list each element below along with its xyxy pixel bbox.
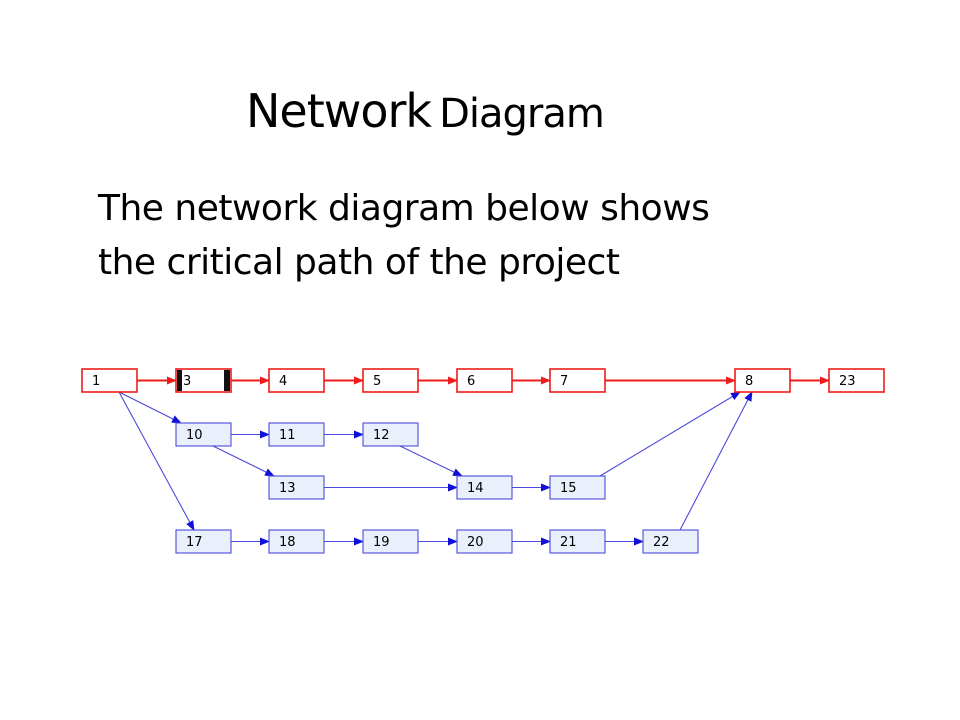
node-box	[362, 529, 419, 554]
node-label: 11	[279, 428, 296, 443]
node-3[interactable]: 3	[175, 368, 232, 393]
node-box	[828, 368, 885, 393]
node-label: 19	[373, 535, 390, 550]
edges-layer	[118, 376, 830, 546]
edge-12-to-14	[399, 445, 463, 477]
node-box	[362, 368, 419, 393]
node-label: 17	[186, 535, 203, 550]
node-22[interactable]: 22	[642, 529, 699, 554]
node-5[interactable]: 5	[362, 368, 419, 393]
node-label: 13	[279, 481, 296, 496]
node-23[interactable]: 23	[828, 368, 885, 393]
node-label: 4	[279, 374, 287, 389]
node-13[interactable]: 13	[268, 475, 325, 500]
node-label: 18	[279, 535, 296, 550]
node-box	[268, 529, 325, 554]
node-label: 6	[467, 374, 475, 389]
node-box	[175, 368, 232, 393]
node-14[interactable]: 14	[456, 475, 513, 500]
node-box	[456, 368, 513, 393]
node-box	[549, 529, 606, 554]
slide-title-word-diagram: Diagram	[439, 91, 605, 137]
edge-10-to-13	[212, 445, 275, 477]
node-box	[362, 422, 419, 447]
node-label: 3	[183, 374, 191, 389]
node-19[interactable]: 19	[362, 529, 419, 554]
node-label: 8	[745, 374, 753, 389]
node-17[interactable]: 17	[175, 529, 232, 554]
edge-22-to-8	[679, 391, 753, 531]
node-label: 21	[560, 535, 577, 550]
slide-title-word-network: Network	[246, 84, 432, 138]
node-12[interactable]: 12	[362, 422, 419, 447]
selection-marker-right	[224, 370, 230, 391]
node-1[interactable]: 1	[81, 368, 138, 393]
node-18[interactable]: 18	[268, 529, 325, 554]
slide-body-text: The network diagram below shows the crit…	[98, 182, 710, 290]
node-box	[549, 475, 606, 500]
node-box	[456, 529, 513, 554]
node-box	[456, 475, 513, 500]
node-4[interactable]: 4	[268, 368, 325, 393]
node-21[interactable]: 21	[549, 529, 606, 554]
node-label: 12	[373, 428, 390, 443]
edge-1-to-17	[118, 391, 195, 531]
node-6[interactable]: 6	[456, 368, 513, 393]
node-8[interactable]: 8	[734, 368, 791, 393]
node-7[interactable]: 7	[549, 368, 606, 393]
node-label: 14	[467, 481, 484, 496]
node-label: 23	[839, 374, 856, 389]
node-15[interactable]: 15	[549, 475, 606, 500]
node-box	[268, 475, 325, 500]
node-box	[268, 368, 325, 393]
node-box	[734, 368, 791, 393]
selection-marker-left	[177, 370, 182, 391]
node-box	[268, 422, 325, 447]
node-box	[81, 368, 138, 393]
node-label: 10	[186, 428, 203, 443]
body-line-2: the critical path of the project	[98, 242, 620, 283]
node-label: 7	[560, 374, 568, 389]
node-box	[549, 368, 606, 393]
node-box	[175, 529, 232, 554]
node-label: 22	[653, 535, 670, 550]
edge-1-to-10	[118, 391, 182, 424]
node-label: 5	[373, 374, 381, 389]
node-label: 15	[560, 481, 577, 496]
node-11[interactable]: 11	[268, 422, 325, 447]
edge-15-to-8	[599, 391, 741, 477]
node-10[interactable]: 10	[175, 422, 232, 447]
node-label: 20	[467, 535, 484, 550]
node-box	[175, 422, 232, 447]
node-20[interactable]: 20	[456, 529, 513, 554]
node-label: 1	[92, 374, 100, 389]
body-line-1: The network diagram below shows	[98, 188, 710, 229]
node-box	[642, 529, 699, 554]
